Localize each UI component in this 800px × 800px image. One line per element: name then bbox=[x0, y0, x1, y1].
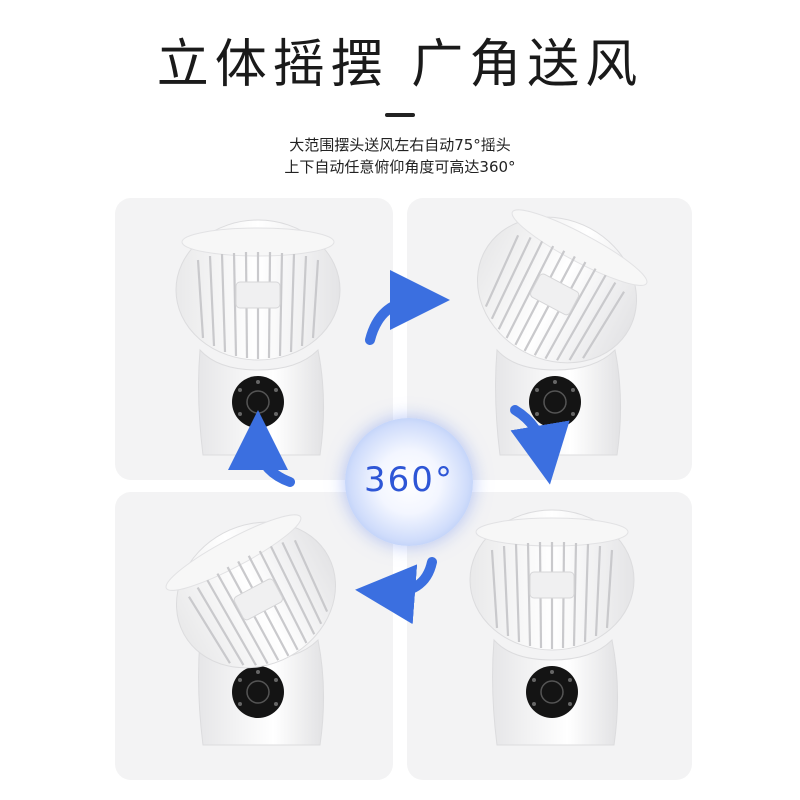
badge-text: 360° bbox=[364, 460, 454, 500]
arrow-down-right-icon bbox=[510, 405, 570, 485]
subtitle-line-2: 上下自动任意俯仰角度可高达360° bbox=[284, 158, 516, 176]
arrow-up-right-icon bbox=[365, 270, 450, 345]
title-underline bbox=[385, 113, 415, 117]
arrow-up-left-icon bbox=[228, 410, 295, 487]
rotation-badge: 360° bbox=[345, 418, 473, 546]
arrow-left-icon bbox=[355, 557, 437, 625]
page-title: 立体摇摆 广角送风 bbox=[156, 35, 644, 95]
subtitle-line-1: 大范围摆头送风左右自动75°摇头 bbox=[289, 136, 511, 154]
